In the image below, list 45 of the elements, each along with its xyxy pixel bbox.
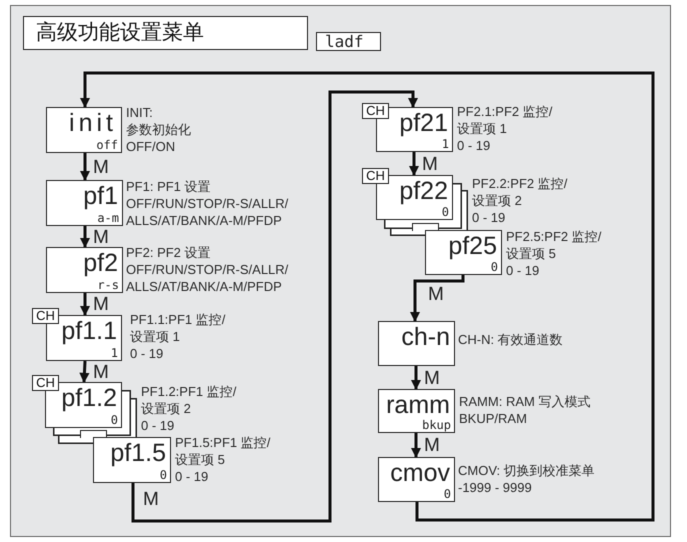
description-text: PF1.5:PF1 监控/ 设置项 5 0 - 19 <box>175 434 270 485</box>
description-text: CH-N: 有效通道数 <box>458 331 563 348</box>
display-box: cmov 0 <box>378 457 455 502</box>
edge-label: M <box>93 228 109 246</box>
arrow <box>79 360 90 384</box>
description-text: PF1.2:PF1 监控/ 设置项 2 0 - 19 <box>141 383 236 434</box>
edge-label: M <box>422 154 438 174</box>
channel-tag: CH <box>362 168 389 184</box>
arrow <box>408 152 420 176</box>
edge-label: M <box>93 362 109 382</box>
description-text: PF1.1:PF1 监控/ 设置项 1 0 - 19 <box>130 311 226 362</box>
arrow <box>410 433 422 458</box>
description-text: INIT: 参数初始化 OFF/ON <box>126 104 191 155</box>
flow-connector <box>80 72 654 522</box>
flow-connector <box>132 90 418 522</box>
display-box: pf2 r-s <box>46 247 123 293</box>
description-text: PF2.1:PF2 监控/ 设置项 1 0 - 19 <box>457 103 552 154</box>
description-text: PF2: PF2 设置 OFF/RUN/STOP/R-S/ALLR/ ALLS/AT/BANK/A-M/PFDP <box>126 244 288 295</box>
arrow <box>80 153 90 182</box>
description-text: RAMM: RAM 写入模式 BKUP/RAM <box>459 393 590 427</box>
arrow <box>80 226 90 248</box>
display-box: ramm bkup <box>378 389 455 433</box>
channel-tag: CH <box>362 103 389 119</box>
display-box: init off <box>46 107 122 153</box>
edge-label: M <box>93 158 109 176</box>
edge-label: M <box>143 490 159 509</box>
description-text: PF2.2:PF2 监控/ 设置项 2 0 - 19 <box>472 175 568 226</box>
description-text: CMOV: 切换到校准菜单 -1999 - 9999 <box>458 462 595 496</box>
display-box: pf25 0 <box>425 230 502 275</box>
edge-label: M <box>424 436 440 455</box>
channel-tag: CH <box>32 375 59 391</box>
flow-connector <box>410 275 464 322</box>
edge-label: M <box>93 295 109 314</box>
arrow <box>80 293 90 316</box>
display-box: pf1 a-m <box>46 180 123 226</box>
channel-tag: CH <box>32 308 59 324</box>
description-text: PF2.5:PF2 监控/ 设置项 5 0 - 19 <box>506 228 602 279</box>
title-box: 高级功能设置菜单 <box>23 16 308 50</box>
arrow <box>410 366 422 390</box>
description-text: PF1: PF1 设置 OFF/RUN/STOP/R-S/ALLR/ ALLS/AT/BANK/A-M/PFDP <box>126 178 288 229</box>
edge-label: M <box>424 368 440 388</box>
display-box: pf1.5 0 <box>93 437 171 483</box>
edge-label: M <box>428 285 444 304</box>
mode-box: ladf <box>316 32 381 51</box>
display-box: ch-n <box>378 321 455 366</box>
